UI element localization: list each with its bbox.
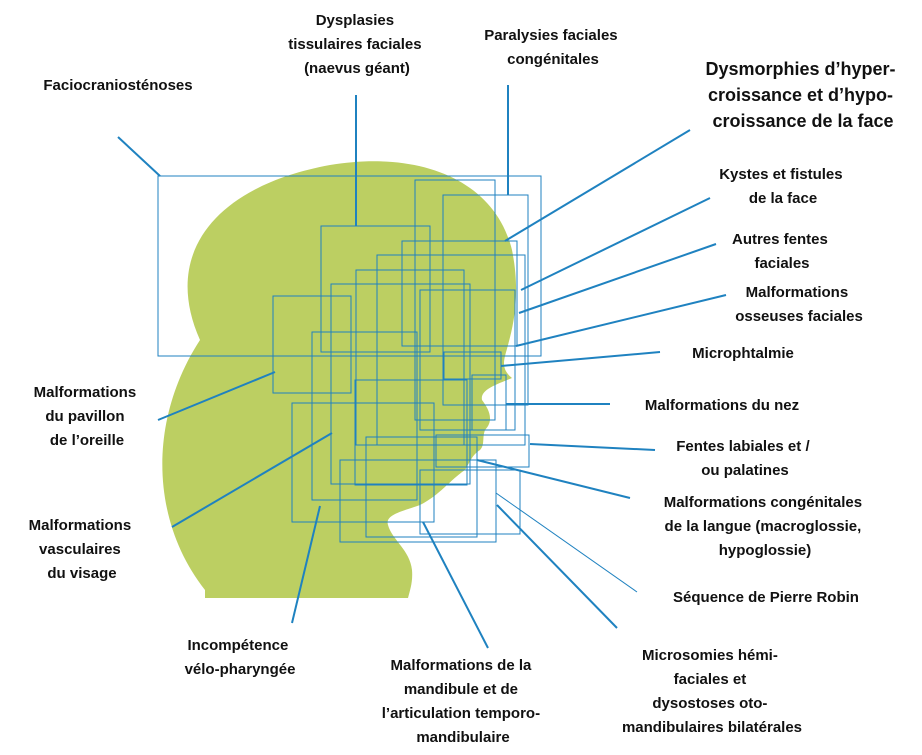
- leader-langue: [476, 459, 631, 499]
- leader-faciocraniostenoses: [117, 136, 161, 177]
- label-paralysies: Paralysies faciales congénitales: [484, 27, 622, 68]
- region-box-langue: [365, 436, 478, 538]
- leader-kystes: [520, 197, 711, 291]
- label-pavillon: Malformations du pavillon de l’oreille: [34, 384, 141, 449]
- region-box-upper-face-2: [355, 269, 465, 446]
- leader-osseuses: [515, 294, 727, 347]
- region-box-pierre-robin: [419, 469, 521, 535]
- region-box-faciocraniostenoses: [157, 175, 542, 357]
- label-mandibule: Malformations de la mandibule et de l’ar…: [382, 657, 545, 746]
- region-box-dysplasies: [320, 225, 431, 353]
- label-kystes: Kystes et fistules de la face: [719, 166, 847, 207]
- leader-vasculaires: [171, 432, 333, 528]
- label-vasculaires: Malformations vasculaires du visage: [29, 517, 136, 582]
- label-nez: Malformations du nez: [645, 397, 799, 414]
- label-dysplasies: Dysplasies tissulaires faciales (naevus …: [288, 12, 426, 77]
- region-box-fentes: [435, 434, 530, 468]
- leader-mandibule: [422, 521, 489, 649]
- region-box-lower-face: [354, 379, 468, 486]
- label-langue: Malformations congénitales de la langue …: [664, 494, 867, 559]
- label-faciocraniostenoses: Faciocraniosténoses: [43, 77, 192, 94]
- label-osseuses: Malformations osseuses faciales: [735, 284, 863, 325]
- label-incompetence: Incompétence vélo-pharyngée: [185, 637, 296, 678]
- label-microsomies: Microsomies hémi- faciales et dysostoses…: [622, 647, 802, 736]
- region-box-front: [414, 179, 496, 421]
- leader-dysmorphies: [504, 129, 691, 242]
- label-fentes-labiales: Fentes labiales et / ou palatines: [676, 438, 814, 479]
- region-box-nez: [471, 374, 507, 431]
- region-boxes: [157, 175, 542, 543]
- region-box-mandibule: [339, 459, 497, 543]
- label-microphtalmie: Microphtalmie: [692, 345, 794, 362]
- label-dysmorphies: Dysmorphies d’hyper- croissance et d’hyp…: [705, 59, 900, 131]
- leader-autres-fentes: [518, 243, 717, 314]
- region-box-dysmorphies: [401, 240, 518, 347]
- leader-microphtalmie: [500, 351, 661, 367]
- leader-microsomies: [496, 504, 618, 629]
- label-autres-fentes: Autres fentes faciales: [732, 231, 832, 272]
- region-box-middle-face: [330, 283, 471, 485]
- region-box-face-central: [311, 331, 418, 501]
- leader-pavillon: [157, 371, 276, 421]
- label-pierre-robin: Séquence de Pierre Robin: [673, 589, 859, 606]
- region-box-vasculaires: [291, 402, 435, 523]
- leader-lines: [117, 85, 727, 649]
- region-box-paralysies: [442, 194, 529, 406]
- leader-incompetence: [291, 505, 321, 624]
- leader-pierre-robin: [495, 492, 638, 593]
- leader-fentes-labiales: [529, 443, 656, 451]
